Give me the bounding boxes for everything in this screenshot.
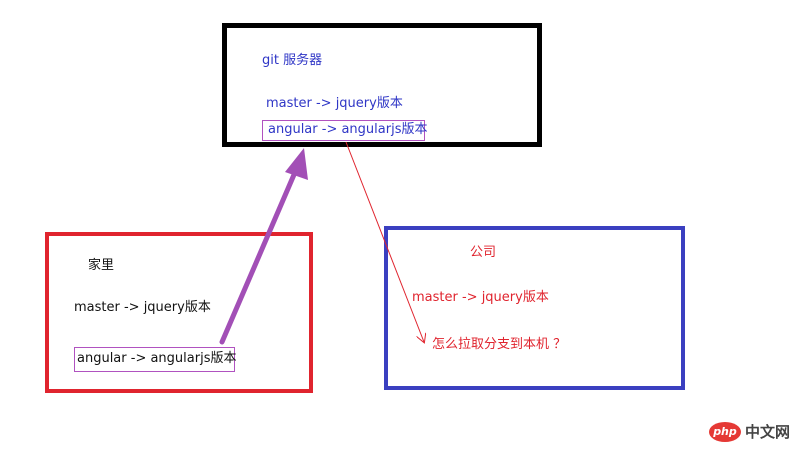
server-branch-angular: angular -> angularjs版本 (268, 122, 428, 137)
home-title: 家里 (88, 258, 115, 273)
watermark: php 中文网 (708, 421, 790, 442)
server-title: git 服务器 (262, 53, 323, 68)
server-branch-angular-highlight (262, 120, 425, 141)
home-branch-angular: angular -> angularjs版本 (77, 351, 237, 366)
push-arrow-shaft (219, 167, 299, 345)
server-branch-master: master -> jquery版本 (266, 96, 403, 111)
home-box (45, 232, 313, 393)
pull-arrow (345, 141, 424, 342)
company-box (384, 226, 685, 390)
home-branch-master: master -> jquery版本 (74, 300, 211, 315)
push-arrow-head (285, 148, 308, 180)
git-server-box (222, 23, 542, 147)
company-question: 怎么拉取分支到本机 ？ (432, 337, 567, 352)
php-logo: php (708, 421, 741, 442)
company-branch-master: master -> jquery版本 (412, 290, 549, 305)
home-branch-angular-highlight (74, 347, 235, 372)
company-title: 公司 (470, 245, 497, 260)
watermark-text: 中文网 (744, 423, 790, 441)
